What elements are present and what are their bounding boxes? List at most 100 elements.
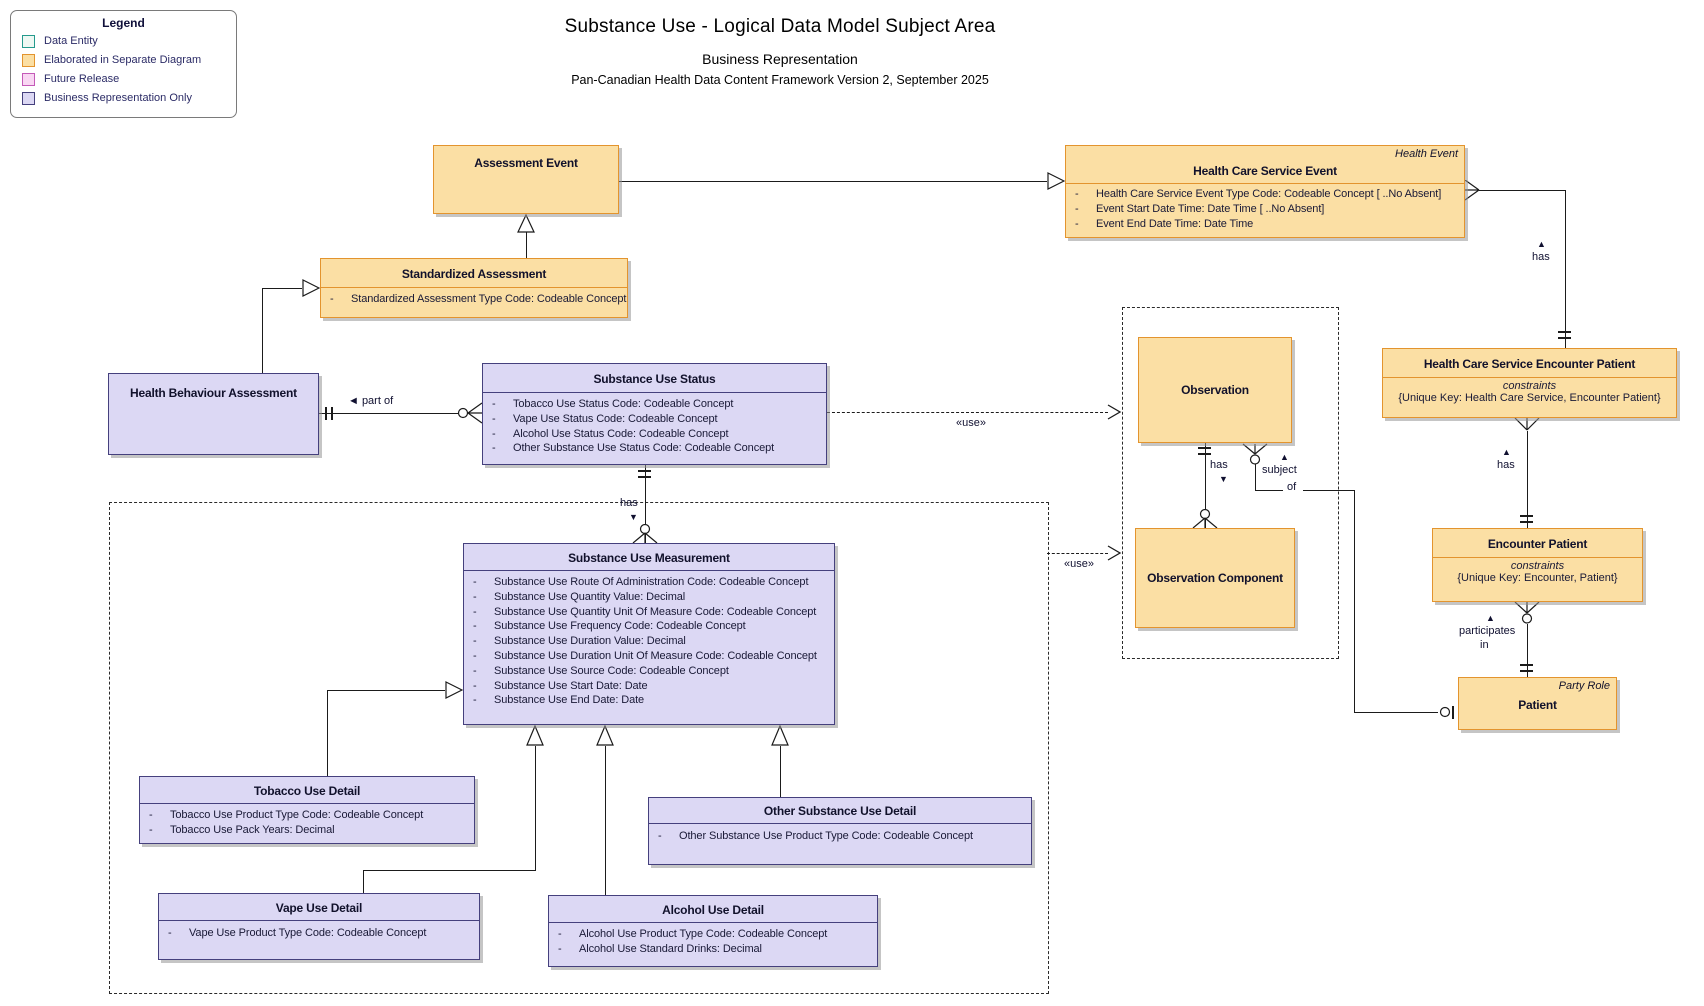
cardinality-one-tick [1520, 521, 1533, 523]
data-entity-swatch [22, 35, 35, 48]
title-block: Substance Use - Logical Data Model Subje… [420, 16, 1140, 87]
relationship-label: has [1532, 251, 1550, 263]
direction-arrow: ▲ [1486, 613, 1495, 623]
generalization-triangle-right-icon [302, 279, 320, 297]
crowfoot-zero-many-icon [1242, 443, 1268, 465]
attribute-row: -Substance Use End Date: Date [473, 694, 645, 707]
relationship-line [1255, 490, 1283, 491]
legend-item-data-entity: Data Entity [11, 33, 236, 52]
entity-encounter-patient[interactable]: Encounter Patient constraints {Unique Ke… [1432, 528, 1643, 602]
business-rep-swatch [22, 92, 35, 105]
open-arrow-icon [1107, 404, 1122, 420]
generalization-line [327, 690, 328, 776]
legend-title: Legend [102, 16, 145, 30]
crowfoot-zero-many-icon [632, 524, 658, 543]
attribute-row: -Event End Date Time: Date Time [1075, 217, 1254, 230]
constraints-section: constraints {Unique Key: Encounter, Pati… [1433, 557, 1642, 584]
cardinality-one-tick [1558, 337, 1571, 339]
page-title: Substance Use - Logical Data Model Subje… [564, 16, 996, 37]
attribute-row: -Standardized Assessment Type Code: Code… [330, 293, 627, 305]
attribute-row: -Substance Use Start Date: Date [473, 679, 648, 692]
attribute-row: -Substance Use Quantity Unit Of Measure … [473, 605, 817, 618]
legend-item-business-rep: Business Representation Only [11, 90, 236, 109]
cardinality-one-tick [1520, 515, 1533, 517]
page-subtitle: Business Representation [702, 51, 858, 67]
entity-alcohol-use-detail[interactable]: Alcohol Use Detail -Alcohol Use Product … [548, 895, 878, 967]
generalization-line [262, 288, 263, 373]
entity-standardized-assessment[interactable]: Standardized Assessment -Standardized As… [320, 258, 628, 318]
cardinality-one-tick [331, 407, 333, 420]
direction-arrow: ▲ [1280, 452, 1289, 462]
generalization-line [619, 181, 1047, 182]
attribute-row: -Other Substance Use Status Code: Codeab… [492, 442, 775, 455]
legend: Legend Data Entity Elaborated in Separat… [10, 10, 237, 118]
generalization-triangle-up-icon [526, 725, 544, 746]
crowfoot-zero-many-icon [457, 402, 482, 424]
entity-patient[interactable]: Party Role Patient [1458, 677, 1617, 730]
attribute-row: -Substance Use Quantity Value: Decimal [473, 590, 686, 603]
attribute-row: -Tobacco Use Status Code: Codeable Conce… [492, 398, 734, 410]
cardinality-one-tick [1198, 453, 1211, 455]
generalization-triangle-right-icon [1047, 172, 1065, 190]
attribute-row: -Health Care Service Event Type Code: Co… [1075, 188, 1442, 200]
direction-arrow: ▼ [629, 512, 638, 522]
substance-use-boundary [109, 502, 1049, 994]
attribute-row: -Substance Use Duration Value: Decimal [473, 635, 686, 648]
relationship-line [1527, 624, 1528, 677]
relationship-line [1354, 712, 1438, 713]
dependency-line [1047, 553, 1108, 554]
attribute-row: -Substance Use Frequency Code: Codeable … [473, 620, 746, 633]
entity-vape-use-detail[interactable]: Vape Use Detail -Vape Use Product Type C… [158, 893, 480, 960]
constraints-section: constraints {Unique Key: Health Care Ser… [1383, 377, 1676, 404]
relationship-label: in [1480, 639, 1489, 651]
attribute-row: -Alcohol Use Product Type Code: Codeable… [558, 928, 828, 940]
attribute-row: -Vape Use Product Type Code: Codeable Co… [168, 927, 427, 939]
entity-substance-use-measurement[interactable]: Substance Use Measurement -Substance Use… [463, 543, 835, 725]
generalization-line [327, 690, 445, 691]
entity-other-substance-use-detail[interactable]: Other Substance Use Detail -Other Substa… [648, 797, 1032, 865]
attribute-row: -Tobacco Use Product Type Code: Codeable… [149, 809, 424, 821]
cardinality-one-tick [1520, 664, 1533, 666]
generalization-line [262, 288, 302, 289]
attribute-row: -Substance Use Duration Unit Of Measure … [473, 649, 817, 662]
attribute-row: -Substance Use Source Code: Codeable Con… [473, 664, 729, 677]
version-line: Pan-Canadian Health Data Content Framewo… [571, 73, 989, 87]
attribute-row: -Alcohol Use Status Code: Codeable Conce… [492, 427, 729, 440]
entity-health-care-service-event[interactable]: Health Event Health Care Service Event -… [1065, 145, 1465, 238]
attribute-row: -Alcohol Use Standard Drinks: Decimal [558, 942, 762, 955]
cardinality-zero-one-icon [1439, 706, 1451, 718]
use-stereotype-label: «use» [1064, 558, 1094, 570]
cardinality-one-tick [1558, 331, 1571, 333]
relationship-line [1354, 490, 1355, 712]
entity-tobacco-use-detail[interactable]: Tobacco Use Detail -Tobacco Use Product … [139, 776, 475, 844]
generalization-triangle-up-icon [596, 725, 614, 746]
generalization-line [363, 870, 535, 871]
crowfoot-zero-many-icon [1192, 509, 1218, 528]
generalization-triangle-up-icon [771, 725, 789, 746]
generalization-triangle-right-icon [445, 681, 463, 699]
entity-health-behaviour-assessment[interactable]: Health Behaviour Assessment [108, 373, 319, 455]
generalization-line [535, 746, 536, 871]
relationship-label: of [1287, 481, 1297, 493]
attribute-row: -Substance Use Route Of Administration C… [473, 576, 809, 588]
attribute-row: -Vape Use Status Code: Codeable Concept [492, 412, 718, 425]
entity-observation[interactable]: Observation [1138, 337, 1292, 443]
observation-boundary [1122, 307, 1339, 659]
entity-health-care-service-encounter-patient[interactable]: Health Care Service Encounter Patient co… [1382, 348, 1677, 418]
entity-observation-component[interactable]: Observation Component [1135, 528, 1295, 628]
entity-assessment-event[interactable]: Assessment Event [433, 145, 619, 214]
cardinality-one-tick [325, 407, 327, 420]
generalization-line [363, 871, 364, 893]
generalization-line [780, 746, 781, 797]
dependency-line [827, 412, 1108, 413]
relationship-label: has [620, 497, 638, 509]
relationship-line [1205, 443, 1206, 528]
generalization-line [605, 746, 606, 895]
cardinality-one-tick [1452, 706, 1454, 719]
generalization-triangle-up-icon [517, 214, 535, 233]
entity-substance-use-status[interactable]: Substance Use Status -Tobacco Use Status… [482, 363, 827, 465]
relationship-line [1565, 190, 1566, 348]
relationship-label: participates [1459, 625, 1516, 637]
open-arrow-icon [1107, 545, 1122, 561]
